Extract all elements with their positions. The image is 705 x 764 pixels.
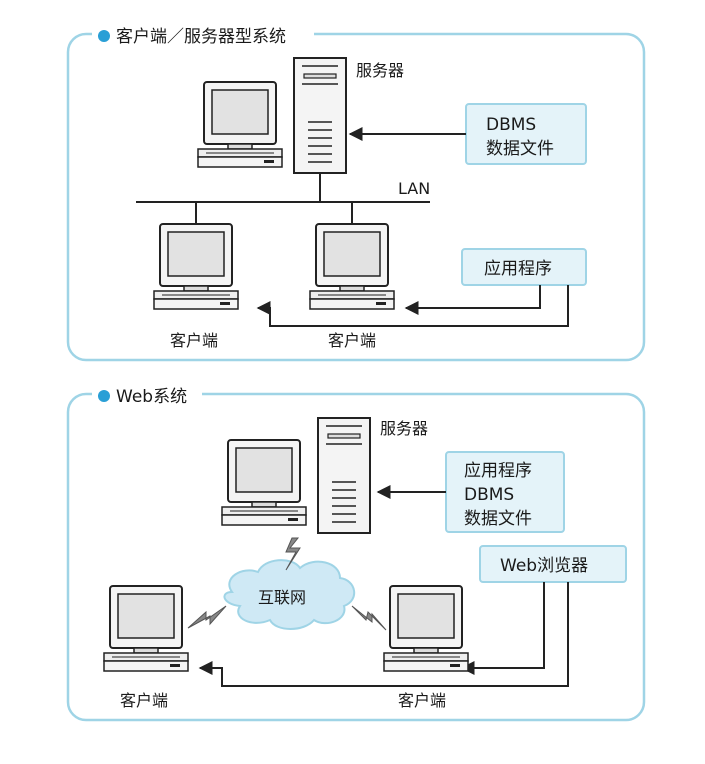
panel2-bullet — [98, 390, 110, 402]
app-box-label: 应用程序 — [484, 259, 552, 279]
web-box-line3: 数据文件 — [464, 509, 532, 529]
web-server-tower — [317, 417, 371, 534]
web-client-right-pc — [383, 585, 469, 672]
client-right-pc — [309, 223, 395, 310]
lightning-right-icon — [351, 605, 387, 631]
dbms-box-line1: DBMS — [486, 115, 536, 135]
web-server-monitor — [221, 439, 307, 526]
server-monitor — [197, 81, 283, 168]
app-arrow-left — [256, 285, 569, 327]
browser-arrow-left — [198, 582, 569, 687]
internet-cloud — [223, 559, 355, 630]
browser-box — [479, 545, 627, 583]
panel1-client-left-label: 客户端 — [170, 331, 218, 350]
panel2-title: Web系统 — [116, 387, 187, 407]
panel1-server-label: 服务器 — [356, 61, 404, 80]
dbms-box-line2: 数据文件 — [486, 139, 554, 159]
lightning-left-icon — [187, 605, 227, 629]
browser-box-label: Web浏览器 — [500, 556, 588, 576]
web-box-line1: 应用程序 — [464, 461, 532, 481]
cloud-label: 互联网 — [258, 588, 306, 607]
server-tower — [293, 57, 347, 174]
lan-label: LAN — [398, 179, 430, 198]
panel2-client-right-label: 客户端 — [398, 691, 446, 710]
web-box-line2: DBMS — [464, 485, 514, 505]
panel1-client-right-label: 客户端 — [328, 331, 376, 350]
panel2-server-label: 服务器 — [380, 419, 428, 438]
app-box — [461, 248, 587, 286]
app-arrow-right — [404, 285, 541, 315]
browser-arrow-right — [460, 582, 545, 675]
panel2-client-left-label: 客户端 — [120, 691, 168, 710]
client-left-pc — [153, 223, 239, 310]
panel1-bullet — [98, 30, 110, 42]
web-client-left-pc — [103, 585, 189, 672]
panel-client-server — [66, 32, 646, 362]
lightning-top-icon — [285, 537, 301, 571]
panel1-title: 客户端／服务器型系统 — [116, 27, 286, 47]
